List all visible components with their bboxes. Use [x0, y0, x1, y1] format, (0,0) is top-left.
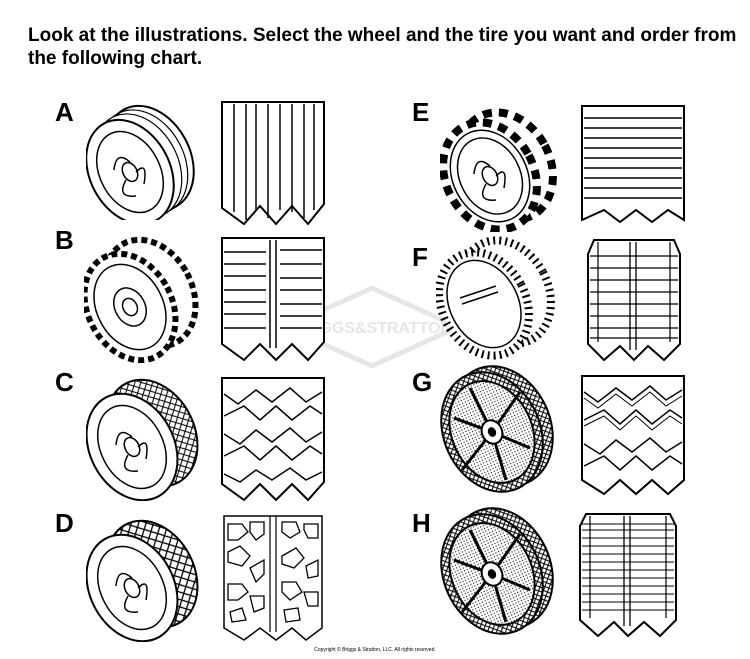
horizontal-bar-tread-icon [581, 105, 685, 224]
chevron-tread-icon [221, 377, 325, 502]
copyright-notice: Copyright © Briggs & Stratton, LLC. All … [314, 647, 436, 653]
option-letter-g: G [412, 367, 433, 397]
spoked-bar-wheel-icon [440, 507, 554, 635]
option-letter-b: B [55, 225, 74, 255]
straight-rib-tread-icon [221, 101, 325, 226]
diamond-tread-wheel-icon [86, 378, 199, 501]
option-letter-d: D [55, 508, 74, 538]
lug-tread-wheel-icon [440, 108, 557, 232]
instructions: Look at the illustrations. Select the wh… [28, 25, 737, 69]
chevron-tread-icon-g [581, 375, 685, 496]
knobby-tread-wheel-icon [86, 519, 199, 642]
ribbed-wheel-icon [86, 104, 195, 220]
spoked-chevron-wheel-icon [440, 365, 554, 493]
option-letter-c: C [55, 367, 74, 397]
knobby-tread-icon [223, 515, 323, 641]
bar-tread-wheel-icon [436, 236, 555, 360]
center-rib-block-tread-icon [221, 237, 325, 362]
option-letter-e: E [412, 97, 430, 127]
block-tread-wheel-icon [84, 236, 199, 363]
option-letter-h: H [412, 508, 431, 538]
option-letter-a: A [55, 97, 74, 127]
center-rib-bar-tread-icon-h [579, 513, 677, 638]
center-rib-bar-tread-icon [587, 239, 681, 362]
svg-text:BRIGGS&STRATTON: BRIGGS&STRATTON [292, 320, 452, 337]
option-letter-f: F [412, 242, 428, 272]
